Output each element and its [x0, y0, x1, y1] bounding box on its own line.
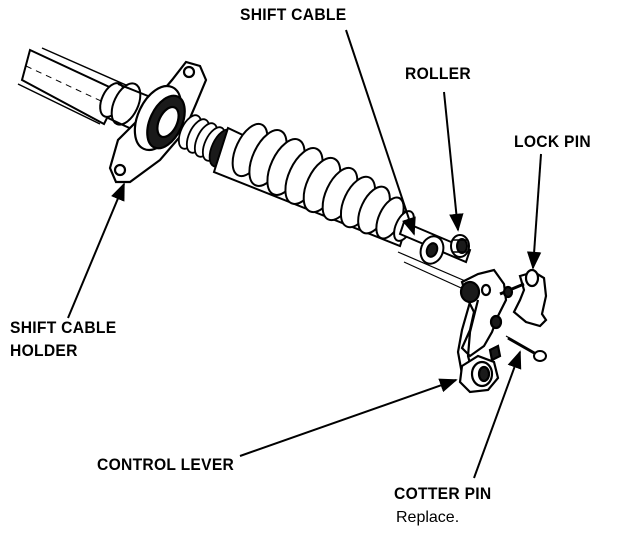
arrow-shift-cable-holder — [67, 182, 125, 319]
arrow-roller — [443, 91, 464, 232]
arrow-control-lever — [239, 378, 458, 457]
roller-part — [450, 234, 470, 258]
bellows-boot — [212, 122, 415, 248]
label-shift-cable-holder-line1: SHIFT CABLE — [10, 318, 117, 337]
label-cotter-pin-note: Replace. — [396, 509, 460, 526]
label-shift-cable-holder-line2: HOLDER — [10, 341, 78, 360]
shift-cable-outer — [17, 47, 129, 126]
leader-lines — [67, 29, 542, 479]
label-control-lever: CONTROL LEVER — [97, 455, 235, 474]
label-roller: ROLLER — [405, 64, 471, 83]
control-lever-part — [456, 268, 508, 394]
lock-pin-part — [499, 268, 548, 328]
arrow-shift-cable — [345, 29, 416, 236]
label-shift-cable: SHIFT CABLE — [240, 5, 347, 24]
label-cotter-pin: COTTER PIN — [394, 484, 492, 503]
cotter-pin-part — [505, 335, 547, 362]
arrow-cotter-pin — [473, 350, 522, 479]
arrow-lock-pin — [526, 153, 542, 270]
label-lock-pin: LOCK PIN — [514, 132, 591, 151]
rod-end-eye — [419, 235, 445, 265]
shift-cable-holder — [108, 60, 208, 184]
